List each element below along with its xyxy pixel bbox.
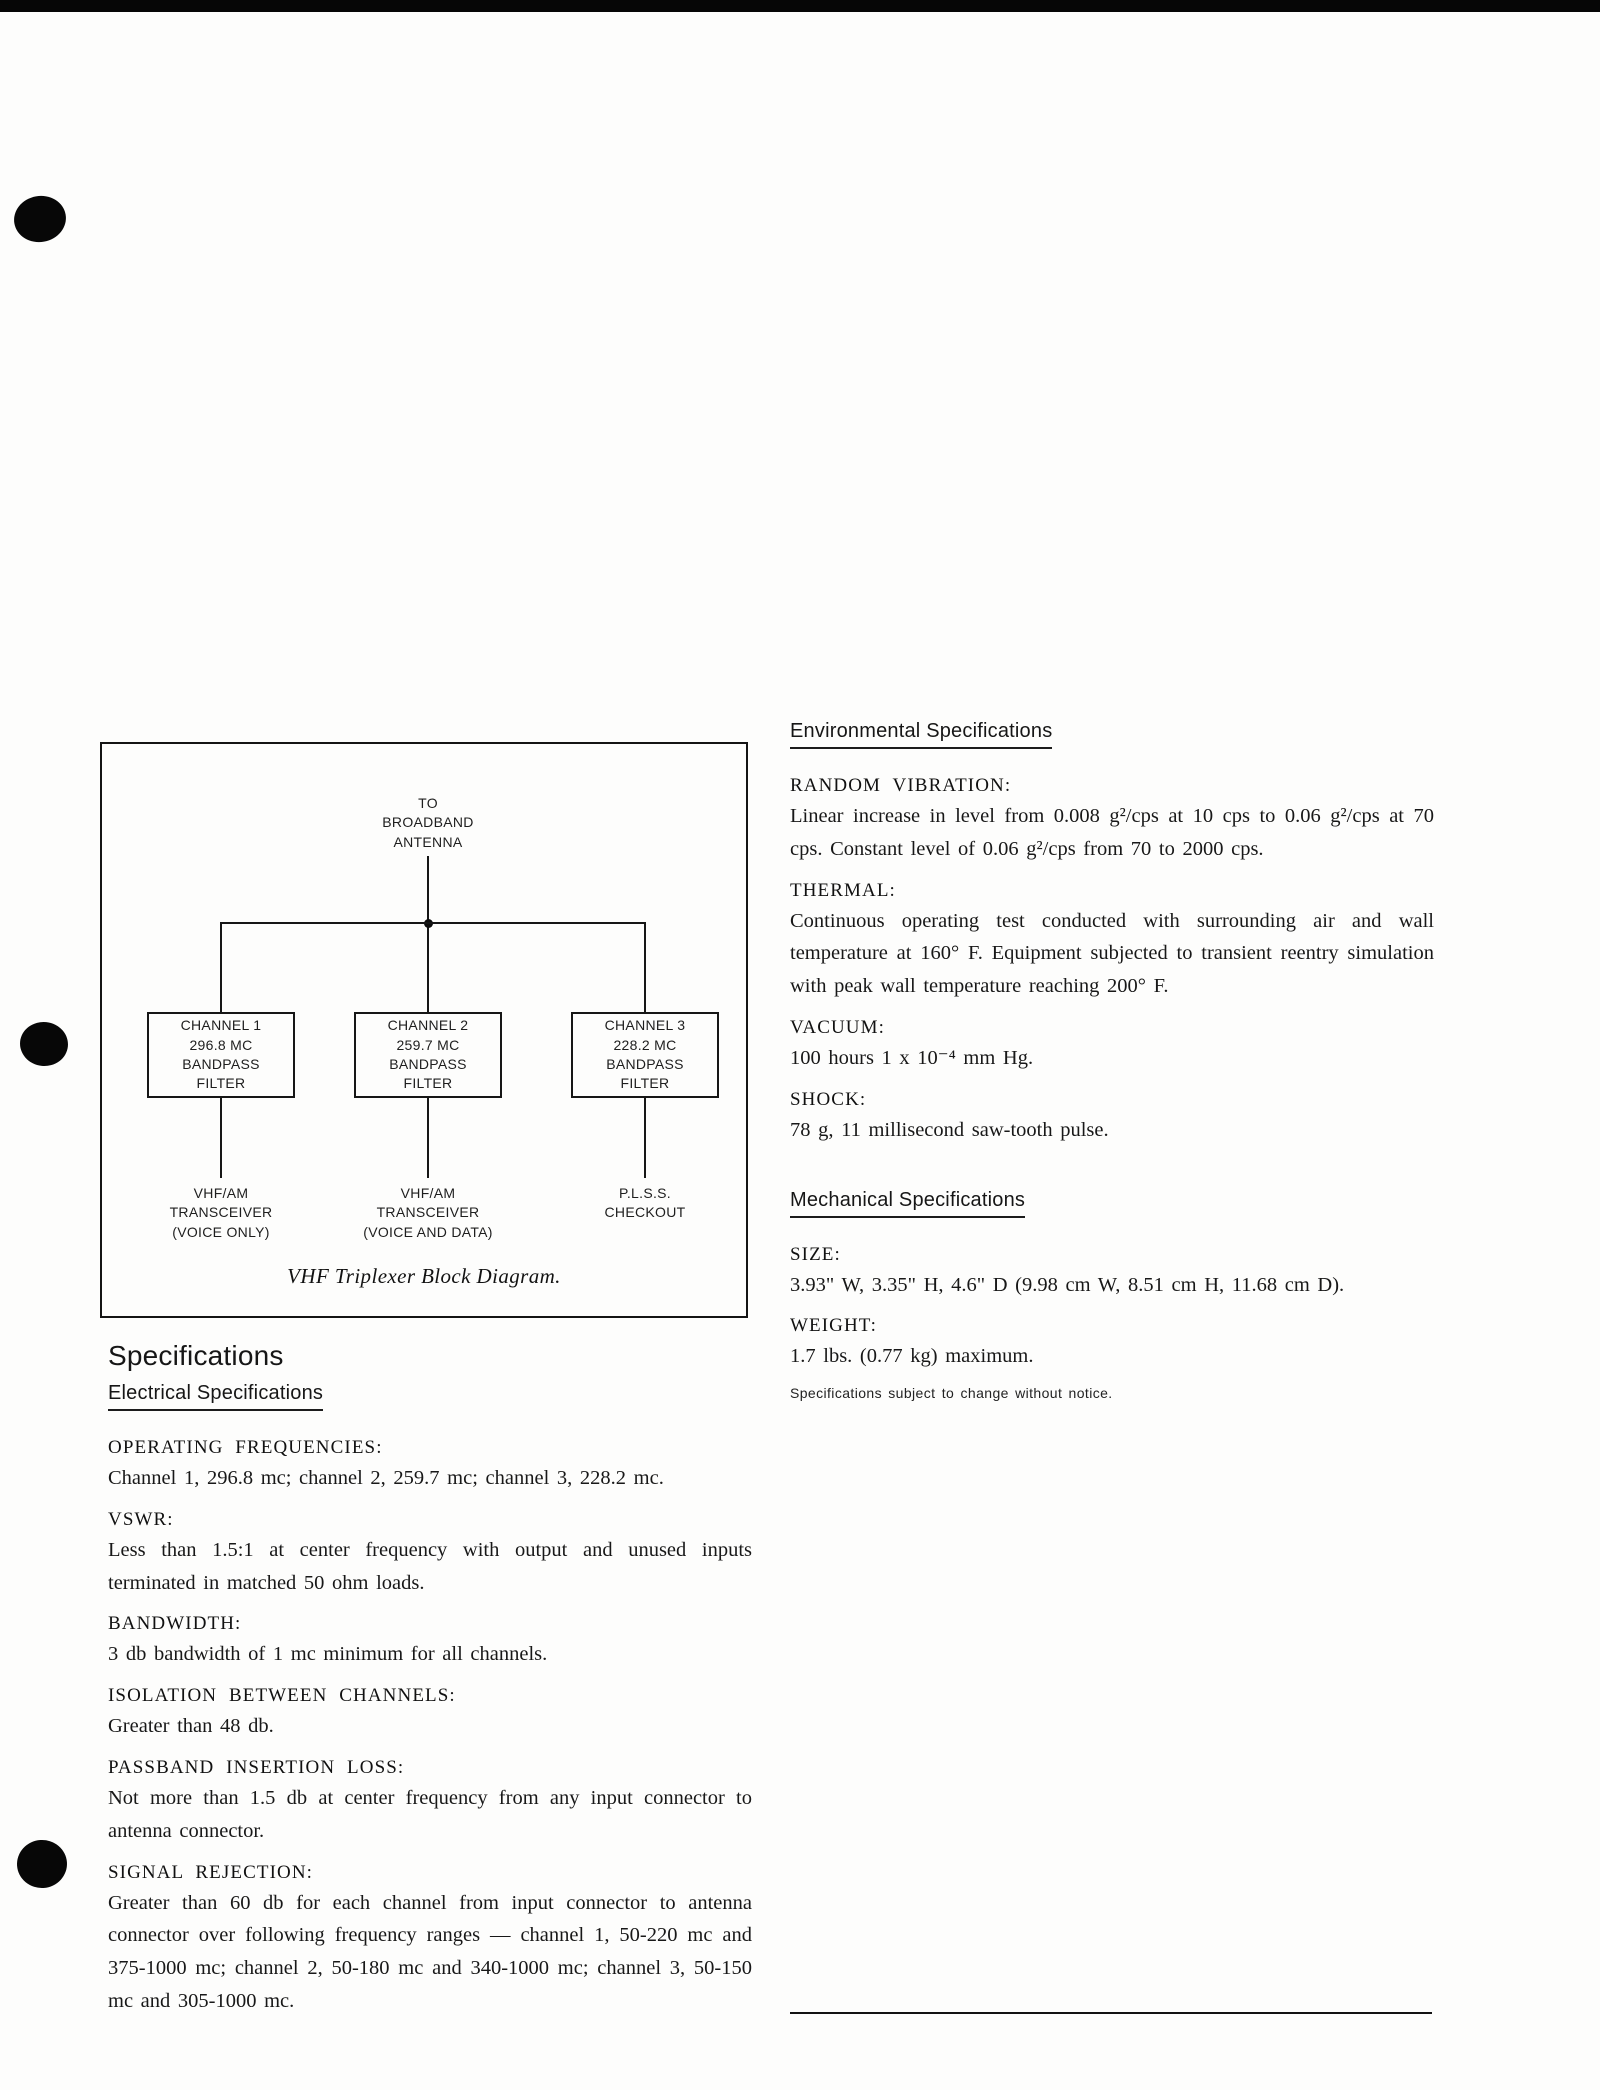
output-label-voice-only: VHF/AM TRANSCEIVER (VOICE ONLY) (169, 1185, 273, 1240)
bottom-rule (790, 2012, 1432, 2014)
section-body: Greater than 48 db. (108, 1715, 274, 1738)
output-label-plss-checkout: P.L.S.S. CHECKOUT (604, 1185, 686, 1221)
punch-hole-3 (15, 1838, 69, 1890)
section-body: 78 g, 11 millisecond saw-tooth pulse. (790, 1118, 1109, 1141)
output-line-channel-2 (427, 1098, 429, 1178)
section-heading: BANDWIDTH: (108, 1613, 242, 1635)
section-random-vibration: RANDOM VIBRATION: Linear increase in lev… (790, 775, 1434, 866)
section-body: 100 hours 1 x 10⁻⁴ mm Hg. (790, 1046, 1034, 1069)
filter-box-channel-2-label: CHANNEL 2 259.7 MC BANDPASS FILTER (387, 1017, 469, 1092)
section-heading: SIZE: (790, 1243, 841, 1265)
section-heading: SHOCK: (790, 1088, 867, 1110)
drop-line-channel-1 (220, 922, 222, 1012)
section-body: 3.93" W, 3.35" H, 4.6" D (9.98 cm W, 8.5… (790, 1273, 1345, 1296)
specifications-change-footnote: Specifications subject to change without… (790, 1385, 1113, 1402)
section-shock: SHOCK: 78 g, 11 millisecond saw-tooth pu… (790, 1089, 1434, 1147)
section-bandwidth: BANDWIDTH: 3 db bandwidth of 1 mc minimu… (108, 1613, 752, 1671)
section-heading: ISOLATION BETWEEN CHANNELS: (108, 1685, 456, 1707)
section-body: Linear increase in level from 0.008 g²/c… (790, 805, 1434, 860)
section-heading: THERMAL: (790, 879, 896, 901)
section-heading: RANDOM VIBRATION: (790, 775, 1012, 796)
section-operating-frequencies: OPERATING FREQUENCIES: Channel 1, 296.8 … (108, 1437, 752, 1495)
section-vswr: VSWR: Less than 1.5:1 at center frequenc… (108, 1509, 752, 1600)
section-size: SIZE: 3.93" W, 3.35" H, 4.6" D (9.98 cm … (790, 1244, 1434, 1302)
section-heading: SIGNAL REJECTION: (108, 1861, 314, 1883)
scan-top-edge-bar (0, 0, 1600, 12)
section-thermal: THERMAL: Continuous operating test condu… (790, 880, 1434, 1003)
environmental-specifications-heading: Environmental Specifications (790, 720, 1053, 749)
section-weight: WEIGHT: 1.7 lbs. (0.77 kg) maximum. (790, 1315, 1434, 1373)
punch-hole-2 (17, 1019, 71, 1069)
section-body: 1.7 lbs. (0.77 kg) maximum. (790, 1345, 1034, 1368)
section-body: Greater than 60 db for each channel from… (108, 1891, 752, 2012)
section-heading: VSWR: (108, 1508, 174, 1530)
section-body: Continuous operating test conducted with… (790, 909, 1434, 998)
output-label-voice-and-data: VHF/AM TRANSCEIVER (VOICE AND DATA) (363, 1185, 493, 1240)
section-heading: OPERATING FREQUENCIES: (108, 1437, 383, 1458)
section-isolation-between-channels: ISOLATION BETWEEN CHANNELS: Greater than… (108, 1685, 752, 1743)
section-passband-insertion-loss: PASSBAND INSERTION LOSS: Not more than 1… (108, 1757, 752, 1848)
section-body: 3 db bandwidth of 1 mc minimum for all c… (108, 1643, 548, 1666)
section-body: Less than 1.5:1 at center frequency with… (108, 1538, 752, 1594)
section-body: Not more than 1.5 db at center frequency… (108, 1786, 752, 1842)
filter-box-channel-1-label: CHANNEL 1 296.8 MC BANDPASS FILTER (180, 1017, 262, 1092)
section-vacuum: VACUUM: 100 hours 1 x 10⁻⁴ mm Hg. (790, 1017, 1434, 1075)
vhf-triplexer-block-diagram: TO BROADBAND ANTENNA CHANNEL 1 296.8 MC … (100, 742, 748, 1318)
section-heading: WEIGHT: (790, 1315, 877, 1337)
specifications-title: Specifications (108, 1340, 284, 1371)
output-line-channel-3 (644, 1098, 646, 1178)
antenna-stem-line (427, 856, 429, 1012)
section-body: Channel 1, 296.8 mc; channel 2, 259.7 mc… (108, 1467, 664, 1489)
environmental-mechanical-column: Environmental Specifications RANDOM VIBR… (790, 720, 1434, 1401)
filter-box-channel-1: CHANNEL 1 296.8 MC BANDPASS FILTER (147, 1012, 295, 1098)
section-signal-rejection: SIGNAL REJECTION: Greater than 60 db for… (108, 1862, 752, 2018)
electrical-specifications-column: Specifications Electrical Specifications… (108, 1340, 752, 2018)
filter-box-channel-3: CHANNEL 3 228.2 MC BANDPASS FILTER (571, 1012, 719, 1098)
bus-line (220, 922, 646, 924)
diagram-caption: VHF Triplexer Block Diagram. (287, 1264, 561, 1288)
section-heading: VACUUM: (790, 1016, 885, 1038)
filter-box-channel-2: CHANNEL 2 259.7 MC BANDPASS FILTER (354, 1012, 502, 1098)
section-heading: PASSBAND INSERTION LOSS: (108, 1756, 405, 1778)
electrical-specifications-heading: Electrical Specifications (108, 1382, 324, 1411)
filter-box-channel-3-label: CHANNEL 3 228.2 MC BANDPASS FILTER (604, 1017, 686, 1092)
mechanical-specifications-block: Mechanical Specifications SIZE: 3.93" W,… (790, 1189, 1434, 1402)
output-line-channel-1 (220, 1098, 222, 1178)
punch-hole-1 (10, 191, 70, 247)
antenna-label: TO BROADBAND ANTENNA (382, 795, 474, 850)
mechanical-specifications-heading: Mechanical Specifications (790, 1189, 1026, 1218)
drop-line-channel-3 (644, 922, 646, 1012)
